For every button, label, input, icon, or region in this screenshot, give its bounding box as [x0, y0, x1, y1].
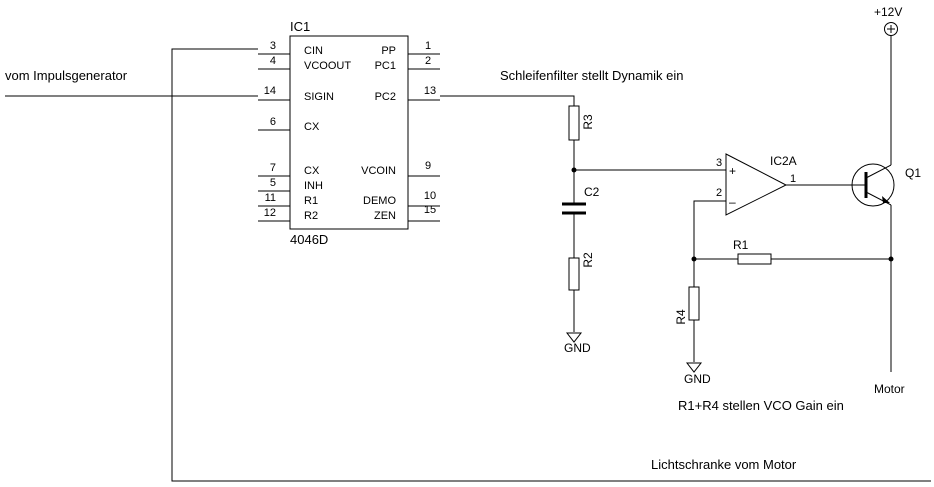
ic1-pin-name: DEMO [363, 195, 396, 207]
ic1-pin-num: 10 [424, 190, 436, 202]
junction-dot [691, 256, 697, 262]
resistor-r1 [737, 253, 772, 265]
ic1-pin-num: 11 [265, 192, 276, 204]
supply-terminal-icon [884, 22, 898, 36]
ic1-part: 4046D [290, 232, 328, 247]
transistor-q1 [851, 163, 895, 207]
opamp-pin-out: 1 [790, 173, 796, 185]
ic1-pin-name: PC1 [375, 60, 396, 72]
ic1-pin-num: 14 [264, 85, 276, 97]
ground-icon [565, 332, 583, 343]
opamp-ic2a [725, 153, 788, 216]
ic1-chip: IC1 4046D 3 4 14 6 7 5 11 12 [258, 19, 440, 247]
ic1-pin-name: VCOIN [361, 165, 396, 177]
ic1-pin-num: 6 [270, 116, 276, 128]
r3-label: R3 [581, 114, 595, 130]
ic1-pin-name: ZEN [374, 210, 396, 222]
r4-label: R4 [674, 309, 688, 325]
r1-label: R1 [733, 238, 749, 252]
opamp-plus-sign: + [729, 164, 736, 178]
ic1-pin-num: 5 [270, 177, 276, 189]
ic1-pin-name: SIGIN [304, 91, 334, 103]
ic1-pin-num: 1 [425, 40, 431, 52]
opamp-pin-minus: 2 [716, 187, 722, 199]
gnd1-label: GND [564, 341, 591, 355]
c2-label: C2 [584, 185, 600, 199]
opamp-minus-sign: – [729, 195, 736, 209]
q1-label: Q1 [905, 166, 921, 180]
ic1-pin-num: 15 [424, 204, 436, 216]
ic1-pin-name: CX [304, 165, 320, 177]
wires [5, 36, 931, 482]
ic1-pin-name: CIN [304, 45, 323, 57]
ic1-pin-num: 4 [270, 55, 276, 67]
ic1-pin-num: 9 [425, 160, 431, 172]
ic1-pin-name: VCOOUT [304, 60, 351, 72]
opamp-pin-plus: 3 [716, 157, 722, 169]
feedback-note: Lichtschranke vom Motor [651, 457, 797, 472]
loop-filter-note: Schleifenfilter stellt Dynamik ein [500, 68, 684, 83]
ic1-body [289, 35, 409, 230]
junction-dot [888, 256, 894, 262]
resistor-r2 [568, 257, 580, 291]
feedback-wire [171, 48, 931, 482]
ic1-pin-num: 2 [425, 55, 431, 67]
ic1-ref: IC1 [290, 19, 310, 34]
ic1-pin-name: INH [304, 180, 323, 192]
gnd2-label: GND [684, 372, 711, 386]
ic1-right-pin-stubs [408, 53, 440, 222]
gain-note: R1+R4 stellen VCO Gain ein [678, 398, 844, 413]
resistor-r3 [568, 105, 580, 141]
ic1-pin-name: R1 [304, 195, 318, 207]
input-note: vom Impulsgenerator [5, 68, 128, 83]
junction-dot [571, 167, 577, 173]
motor-label: Motor [874, 382, 905, 396]
pc2-wire [440, 95, 575, 106]
ic1-pin-num: 7 [270, 162, 276, 174]
ic1-pin-name: PC2 [375, 91, 396, 103]
ic1-pin-name: PP [381, 45, 396, 57]
ic1-pin-num: 13 [424, 85, 436, 97]
resistor-r4 [688, 286, 700, 321]
capacitor-c2 [562, 202, 586, 215]
emitter-arrow-icon [882, 196, 890, 203]
ic1-left-pin-stubs [258, 53, 290, 222]
ground-icon [685, 362, 703, 373]
ic1-pin-num: 12 [264, 207, 276, 219]
ic1-pin-name: R2 [304, 210, 318, 222]
r2-label: R2 [581, 252, 595, 268]
ic1-pin-name: CX [304, 121, 320, 133]
supply-label: +12V [874, 5, 902, 19]
ic2a-label: IC2A [770, 154, 797, 168]
ic1-pin-num: 3 [270, 40, 276, 52]
